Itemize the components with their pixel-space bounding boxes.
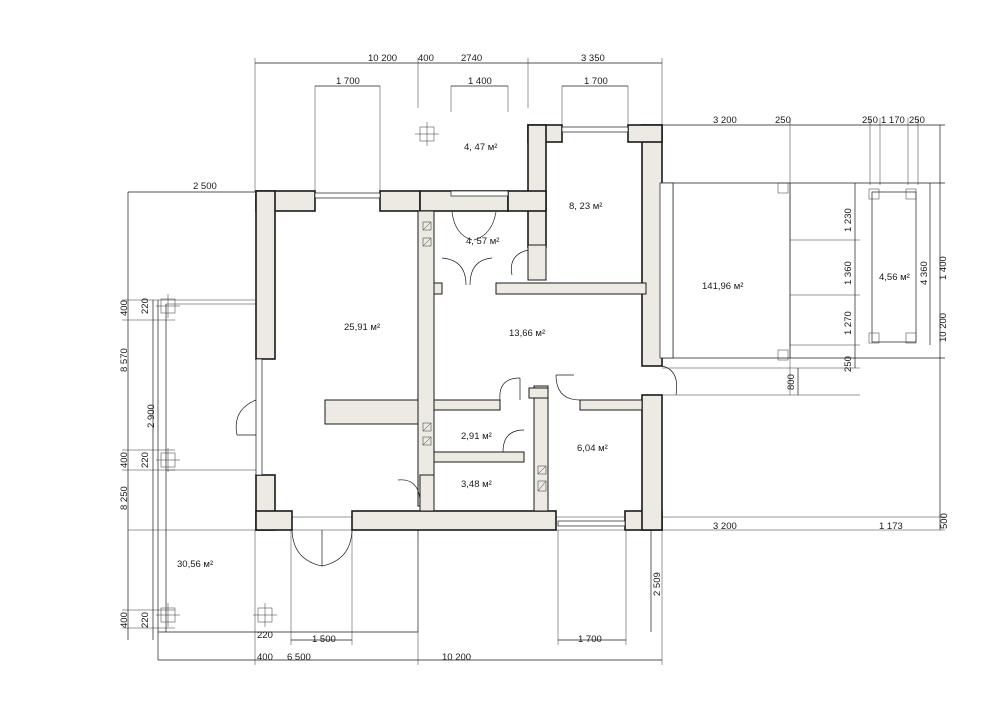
dim-label: 1 500 (312, 634, 336, 645)
dim-label: 3 200 (713, 521, 737, 532)
dimension-labels: 10 200 400 2740 3 350 1 700 1 400 1 700 … (119, 53, 950, 663)
room-area-pergola: 4,56 м² (879, 272, 910, 283)
dim-label: 400 (257, 652, 273, 663)
room-area-terrace-left: 30,56 м² (177, 559, 213, 570)
dim-label: 2 509 (652, 572, 663, 596)
dim-label: 400 (119, 612, 130, 628)
dim-label: 2 500 (193, 181, 217, 192)
dim-label: 400 (119, 452, 130, 468)
room-area-living: 25,91 м² (344, 322, 380, 333)
walls (255, 124, 663, 531)
dim-label: 2 900 (146, 404, 157, 428)
room-labels: 25,91 м² 13,66 м² 8, 23 м² 4, 57 м² 4, 4… (177, 142, 910, 570)
dim-label: 1 400 (468, 76, 492, 87)
dim-label: 400 (119, 300, 130, 316)
dim-label: 250 (843, 356, 854, 372)
dim-label: 500 (939, 513, 950, 529)
room-area-se-room: 6,04 м² (577, 443, 608, 454)
dim-label: 800 (786, 374, 797, 390)
dim-label: 220 (257, 630, 273, 641)
dim-label: 1 170 (881, 115, 905, 126)
dimension-lines (122, 58, 945, 665)
room-area-terrace-right: 141,96 м² (702, 281, 743, 292)
dim-label: 1 700 (578, 634, 602, 645)
dim-label: 1 230 (843, 208, 854, 232)
dim-label: 10 200 (442, 652, 471, 663)
dim-label: 6 500 (287, 652, 311, 663)
dim-label: 3 200 (713, 115, 737, 126)
dim-label: 250 (862, 115, 878, 126)
dim-label: 10 200 (368, 53, 397, 64)
dim-label: 250 (909, 115, 925, 126)
dim-label: 2740 (461, 53, 482, 64)
dim-label: 250 (775, 115, 791, 126)
dim-label: 400 (418, 53, 434, 64)
doors (235, 211, 678, 567)
dim-label: 8 250 (119, 486, 130, 510)
dim-label: 1 700 (336, 76, 360, 87)
dim-label: 8 570 (119, 348, 130, 372)
room-area-hall: 13,66 м² (509, 328, 545, 339)
dim-label: 1 360 (843, 261, 854, 285)
windows (255, 126, 674, 527)
dim-label: 1 173 (879, 521, 903, 532)
room-area-bath: 3,48 м² (461, 479, 492, 490)
dim-label: 1 400 (938, 256, 949, 280)
dim-label: 1 700 (584, 76, 608, 87)
dim-label: 220 (140, 298, 151, 314)
vent-ducts (422, 221, 547, 492)
dim-label: 1 270 (843, 311, 854, 335)
dim-label: 10 200 (938, 313, 949, 342)
dim-label: 220 (140, 452, 151, 468)
room-area-porch-top: 4, 47 м² (464, 142, 497, 153)
room-area-wc: 2,91 м² (461, 431, 492, 442)
post-markers (156, 122, 917, 627)
dim-label: 3 350 (581, 53, 605, 64)
room-area-vestibule: 4, 57 м² (466, 236, 499, 247)
dim-label: 220 (140, 612, 151, 628)
dim-label: 4 360 (919, 261, 930, 285)
room-area-ne-room: 8, 23 м² (569, 201, 602, 212)
